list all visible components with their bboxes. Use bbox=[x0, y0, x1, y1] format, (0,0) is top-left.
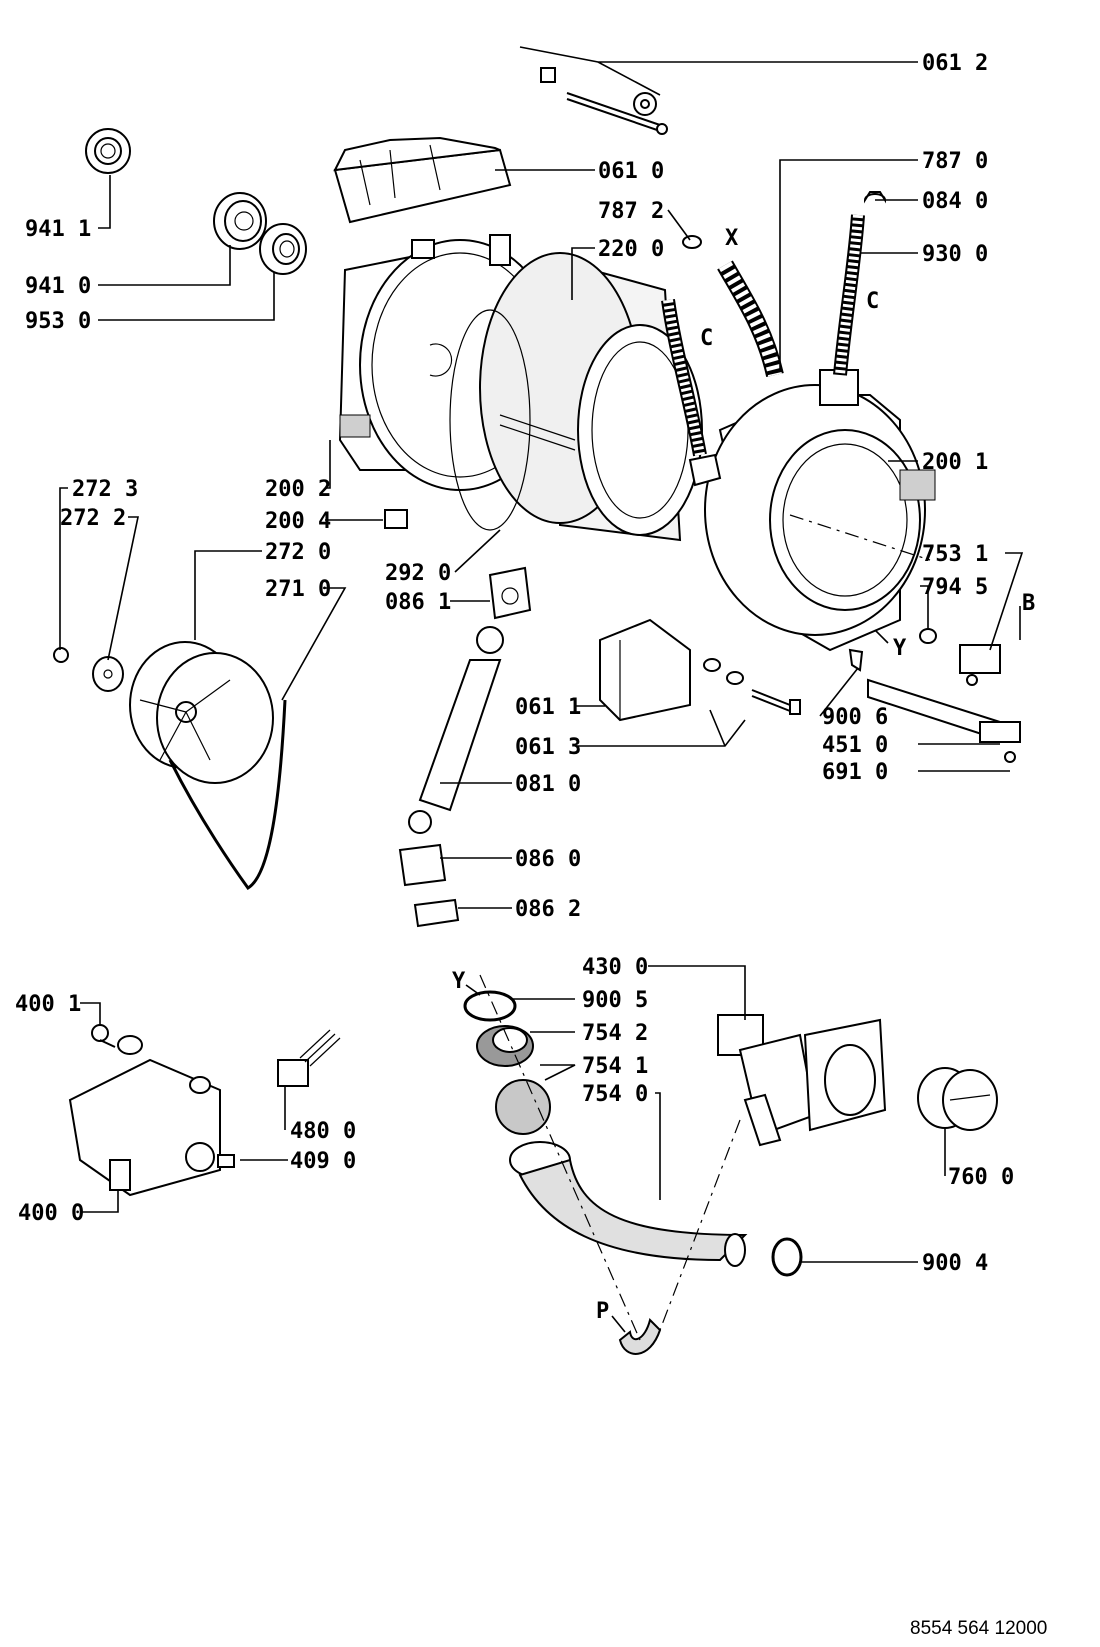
part-bearing-941-0 bbox=[213, 192, 267, 250]
marker-y-lower: Y bbox=[452, 969, 466, 994]
label-061-1: 061 1 bbox=[515, 695, 581, 720]
part-screw-400-1 bbox=[91, 1024, 116, 1048]
label-754-1: 754 1 bbox=[582, 1054, 648, 1079]
document-number: 8554 564 12000 bbox=[910, 1618, 1048, 1639]
label-272-0: 272 0 bbox=[265, 540, 331, 565]
part-bracket-086-1 bbox=[488, 566, 532, 620]
part-front-tub bbox=[704, 369, 936, 652]
label-451-0: 451 0 bbox=[822, 733, 888, 758]
part-ring-292-0 bbox=[449, 309, 531, 531]
marker-x: X bbox=[725, 226, 738, 251]
label-953-0: 953 0 bbox=[25, 309, 91, 334]
part-bolt-061-3 bbox=[703, 658, 801, 715]
part-elbow-p bbox=[618, 1318, 662, 1355]
label-400-1: 400 1 bbox=[15, 992, 81, 1017]
marker-b: B bbox=[1022, 591, 1035, 616]
part-ball-754-1 bbox=[495, 1079, 551, 1135]
part-drum bbox=[479, 252, 703, 542]
part-hose-930-0 bbox=[833, 191, 887, 376]
part-clip-200-4 bbox=[384, 509, 408, 529]
marker-p: P bbox=[596, 1299, 609, 1324]
label-200-4: 200 4 bbox=[265, 509, 331, 534]
label-271-0: 271 0 bbox=[265, 577, 331, 602]
label-400-0: 400 0 bbox=[18, 1201, 84, 1226]
part-nut-272-3 bbox=[53, 647, 69, 663]
label-086-1: 086 1 bbox=[385, 590, 451, 615]
marker-c-middle: C bbox=[700, 326, 713, 351]
part-shock-absorber-081-0 bbox=[408, 626, 504, 834]
label-754-0: 754 0 bbox=[582, 1082, 648, 1107]
label-292-0: 292 0 bbox=[385, 561, 451, 586]
part-clip-787-2 bbox=[682, 235, 702, 249]
part-bearing-941-1 bbox=[85, 128, 131, 174]
part-bracket-086-0 bbox=[398, 843, 447, 887]
leader-lines bbox=[59, 46, 1024, 1333]
part-pulley-272-0 bbox=[129, 641, 274, 784]
part-clamp-900-5 bbox=[463, 990, 517, 1022]
label-061-3: 061 3 bbox=[515, 735, 581, 760]
part-clip-900-6 bbox=[848, 648, 864, 672]
label-794-5: 794 5 bbox=[922, 575, 988, 600]
part-clamp-900-4 bbox=[771, 1237, 803, 1277]
part-heater-451-0 bbox=[867, 678, 1021, 743]
label-941-0: 941 0 bbox=[25, 274, 91, 299]
label-787-0: 787 0 bbox=[922, 149, 988, 174]
label-430-0: 430 0 bbox=[582, 955, 648, 980]
label-220-0: 220 0 bbox=[598, 237, 664, 262]
part-rod-assembly bbox=[540, 67, 668, 135]
part-seal-754-2 bbox=[476, 1025, 534, 1067]
part-plug-409-0 bbox=[217, 1154, 235, 1168]
part-connector-480-0 bbox=[277, 1029, 341, 1087]
label-272-3: 272 3 bbox=[72, 477, 138, 502]
marker-c-right: C bbox=[866, 289, 879, 314]
part-seal-953-0 bbox=[259, 223, 307, 275]
part-belt-271-0 bbox=[168, 699, 287, 890]
label-787-2: 787 2 bbox=[598, 199, 664, 224]
label-086-2: 086 2 bbox=[515, 897, 581, 922]
part-sensor-753-1 bbox=[959, 644, 1001, 686]
part-hose-c bbox=[661, 299, 722, 487]
part-nut-691-0 bbox=[1004, 751, 1016, 763]
label-409-0: 409 0 bbox=[290, 1149, 356, 1174]
label-900-5: 900 5 bbox=[582, 988, 648, 1013]
axis-line bbox=[789, 514, 931, 561]
part-bellows-787-0 bbox=[717, 260, 784, 378]
label-930-0: 930 0 bbox=[922, 242, 988, 267]
part-clip-086-2 bbox=[413, 898, 460, 928]
label-200-1: 200 1 bbox=[922, 450, 988, 475]
part-pump-housing-430-0 bbox=[717, 1014, 887, 1147]
axis-line bbox=[659, 1119, 741, 1331]
label-081-0: 081 0 bbox=[515, 772, 581, 797]
label-200-2: 200 2 bbox=[265, 477, 331, 502]
part-washer-272-2 bbox=[92, 656, 124, 692]
part-ring-794-5 bbox=[919, 628, 937, 644]
label-061-0: 061 0 bbox=[598, 159, 664, 184]
label-900-6: 900 6 bbox=[822, 705, 888, 730]
label-941-1: 941 1 bbox=[25, 217, 91, 242]
axis-line bbox=[479, 974, 641, 1341]
label-061-2: 061 2 bbox=[922, 51, 988, 76]
part-filter-760-0 bbox=[917, 1067, 998, 1131]
label-754-2: 754 2 bbox=[582, 1021, 648, 1046]
label-900-4: 900 4 bbox=[922, 1251, 988, 1276]
label-691-0: 691 0 bbox=[822, 760, 888, 785]
marker-y-upper: Y bbox=[893, 636, 907, 661]
part-hose-754-0 bbox=[509, 1141, 748, 1267]
label-760-0: 760 0 bbox=[948, 1165, 1014, 1190]
part-counterweight bbox=[333, 136, 512, 224]
part-weight-061-1 bbox=[599, 618, 691, 722]
label-084-0: 084 0 bbox=[922, 189, 988, 214]
label-480-0: 480 0 bbox=[290, 1119, 356, 1144]
label-753-1: 753 1 bbox=[922, 542, 988, 567]
label-272-2: 272 2 bbox=[60, 506, 126, 531]
part-pump-400-0 bbox=[68, 1035, 221, 1197]
label-086-0: 086 0 bbox=[515, 847, 581, 872]
